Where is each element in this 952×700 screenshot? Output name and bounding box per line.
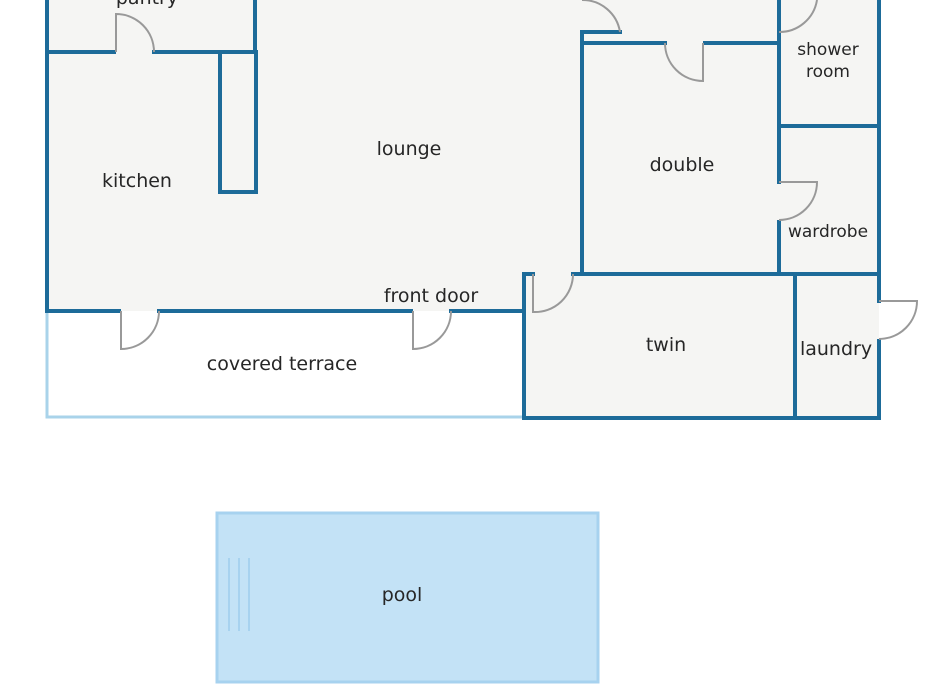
twin-label: twin <box>646 334 686 356</box>
double-floor <box>582 43 779 274</box>
lounge-label: lounge <box>377 138 442 160</box>
terrace-outline <box>45 311 524 419</box>
covered-terrace-label: covered terrace <box>207 353 357 375</box>
laundry-floor <box>795 274 879 418</box>
front-door-label: front door <box>384 285 479 307</box>
wardrobe-floor <box>779 126 879 274</box>
shower-room-label-line1: shower <box>797 40 858 60</box>
twin-door-swing[interactable] <box>532 273 575 314</box>
pool-label: pool <box>382 584 423 606</box>
wardrobe-door-swing[interactable] <box>778 181 819 221</box>
shower-floor <box>779 0 879 126</box>
laundry-label: laundry <box>800 338 872 360</box>
twin-floor <box>524 274 795 418</box>
floors <box>47 0 879 418</box>
corridor-door-swing[interactable] <box>582 0 621 33</box>
doors <box>115 0 919 351</box>
hall-floor <box>582 0 779 43</box>
wardrobe-label: wardrobe <box>788 222 868 242</box>
shower-room-label-line2: room <box>806 62 850 82</box>
kitchen-bench <box>218 50 258 194</box>
shower-door-swing[interactable] <box>778 0 818 34</box>
walls <box>45 0 881 420</box>
double-door-swing[interactable] <box>664 42 704 83</box>
main-floor <box>47 0 582 311</box>
room-labels: pantry kitchen lounge double shower room… <box>102 0 872 606</box>
pool-water <box>215 511 600 684</box>
front-door-swing[interactable] <box>412 310 452 351</box>
pool <box>215 511 600 684</box>
pantry-label: pantry <box>116 0 178 9</box>
kitchen-label: kitchen <box>102 170 172 192</box>
laundry-door-swing[interactable] <box>878 300 919 340</box>
double-label: double <box>650 154 715 176</box>
pantry-door-swing[interactable] <box>115 12 155 53</box>
terrace-door-swing-west[interactable] <box>120 310 160 351</box>
